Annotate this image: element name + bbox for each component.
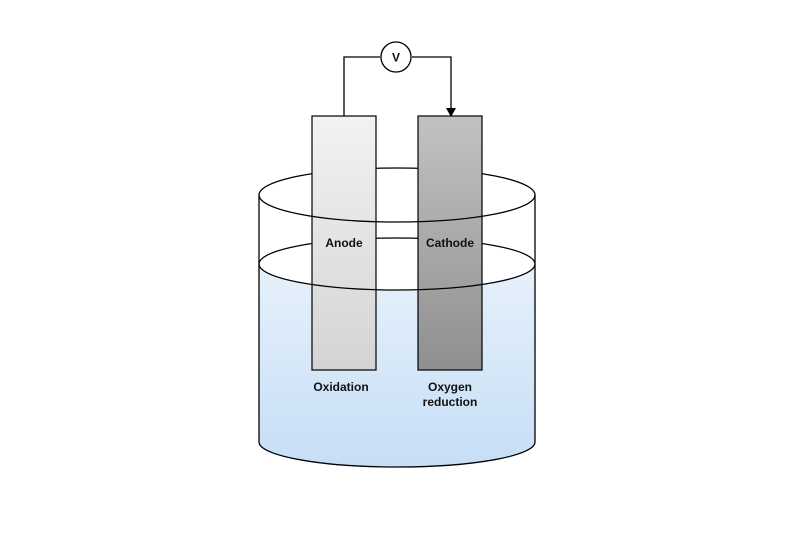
oxidation-label: Oxidation — [313, 380, 368, 394]
cathode-label: Cathode — [426, 236, 474, 250]
beaker-bottom — [258, 441, 536, 468]
electrolyte — [259, 264, 535, 467]
anode-label: Anode — [325, 236, 363, 250]
anode-electrode — [311, 115, 377, 371]
cathode-electrode — [417, 115, 483, 371]
electrolyte-surface-back — [258, 237, 536, 265]
voltmeter-icon — [380, 41, 412, 73]
current-arrow-icon — [446, 108, 456, 117]
wire-circuit — [343, 56, 452, 116]
beaker-rim-back — [258, 167, 536, 196]
oxygen-reduction-label-line2: reduction — [423, 395, 478, 409]
beaker-rim-front — [258, 194, 536, 223]
voltmeter-label: V — [392, 51, 400, 65]
electrolyte-surface-front — [258, 263, 536, 291]
oxygen-reduction-label-line1: Oxygen — [428, 380, 472, 394]
